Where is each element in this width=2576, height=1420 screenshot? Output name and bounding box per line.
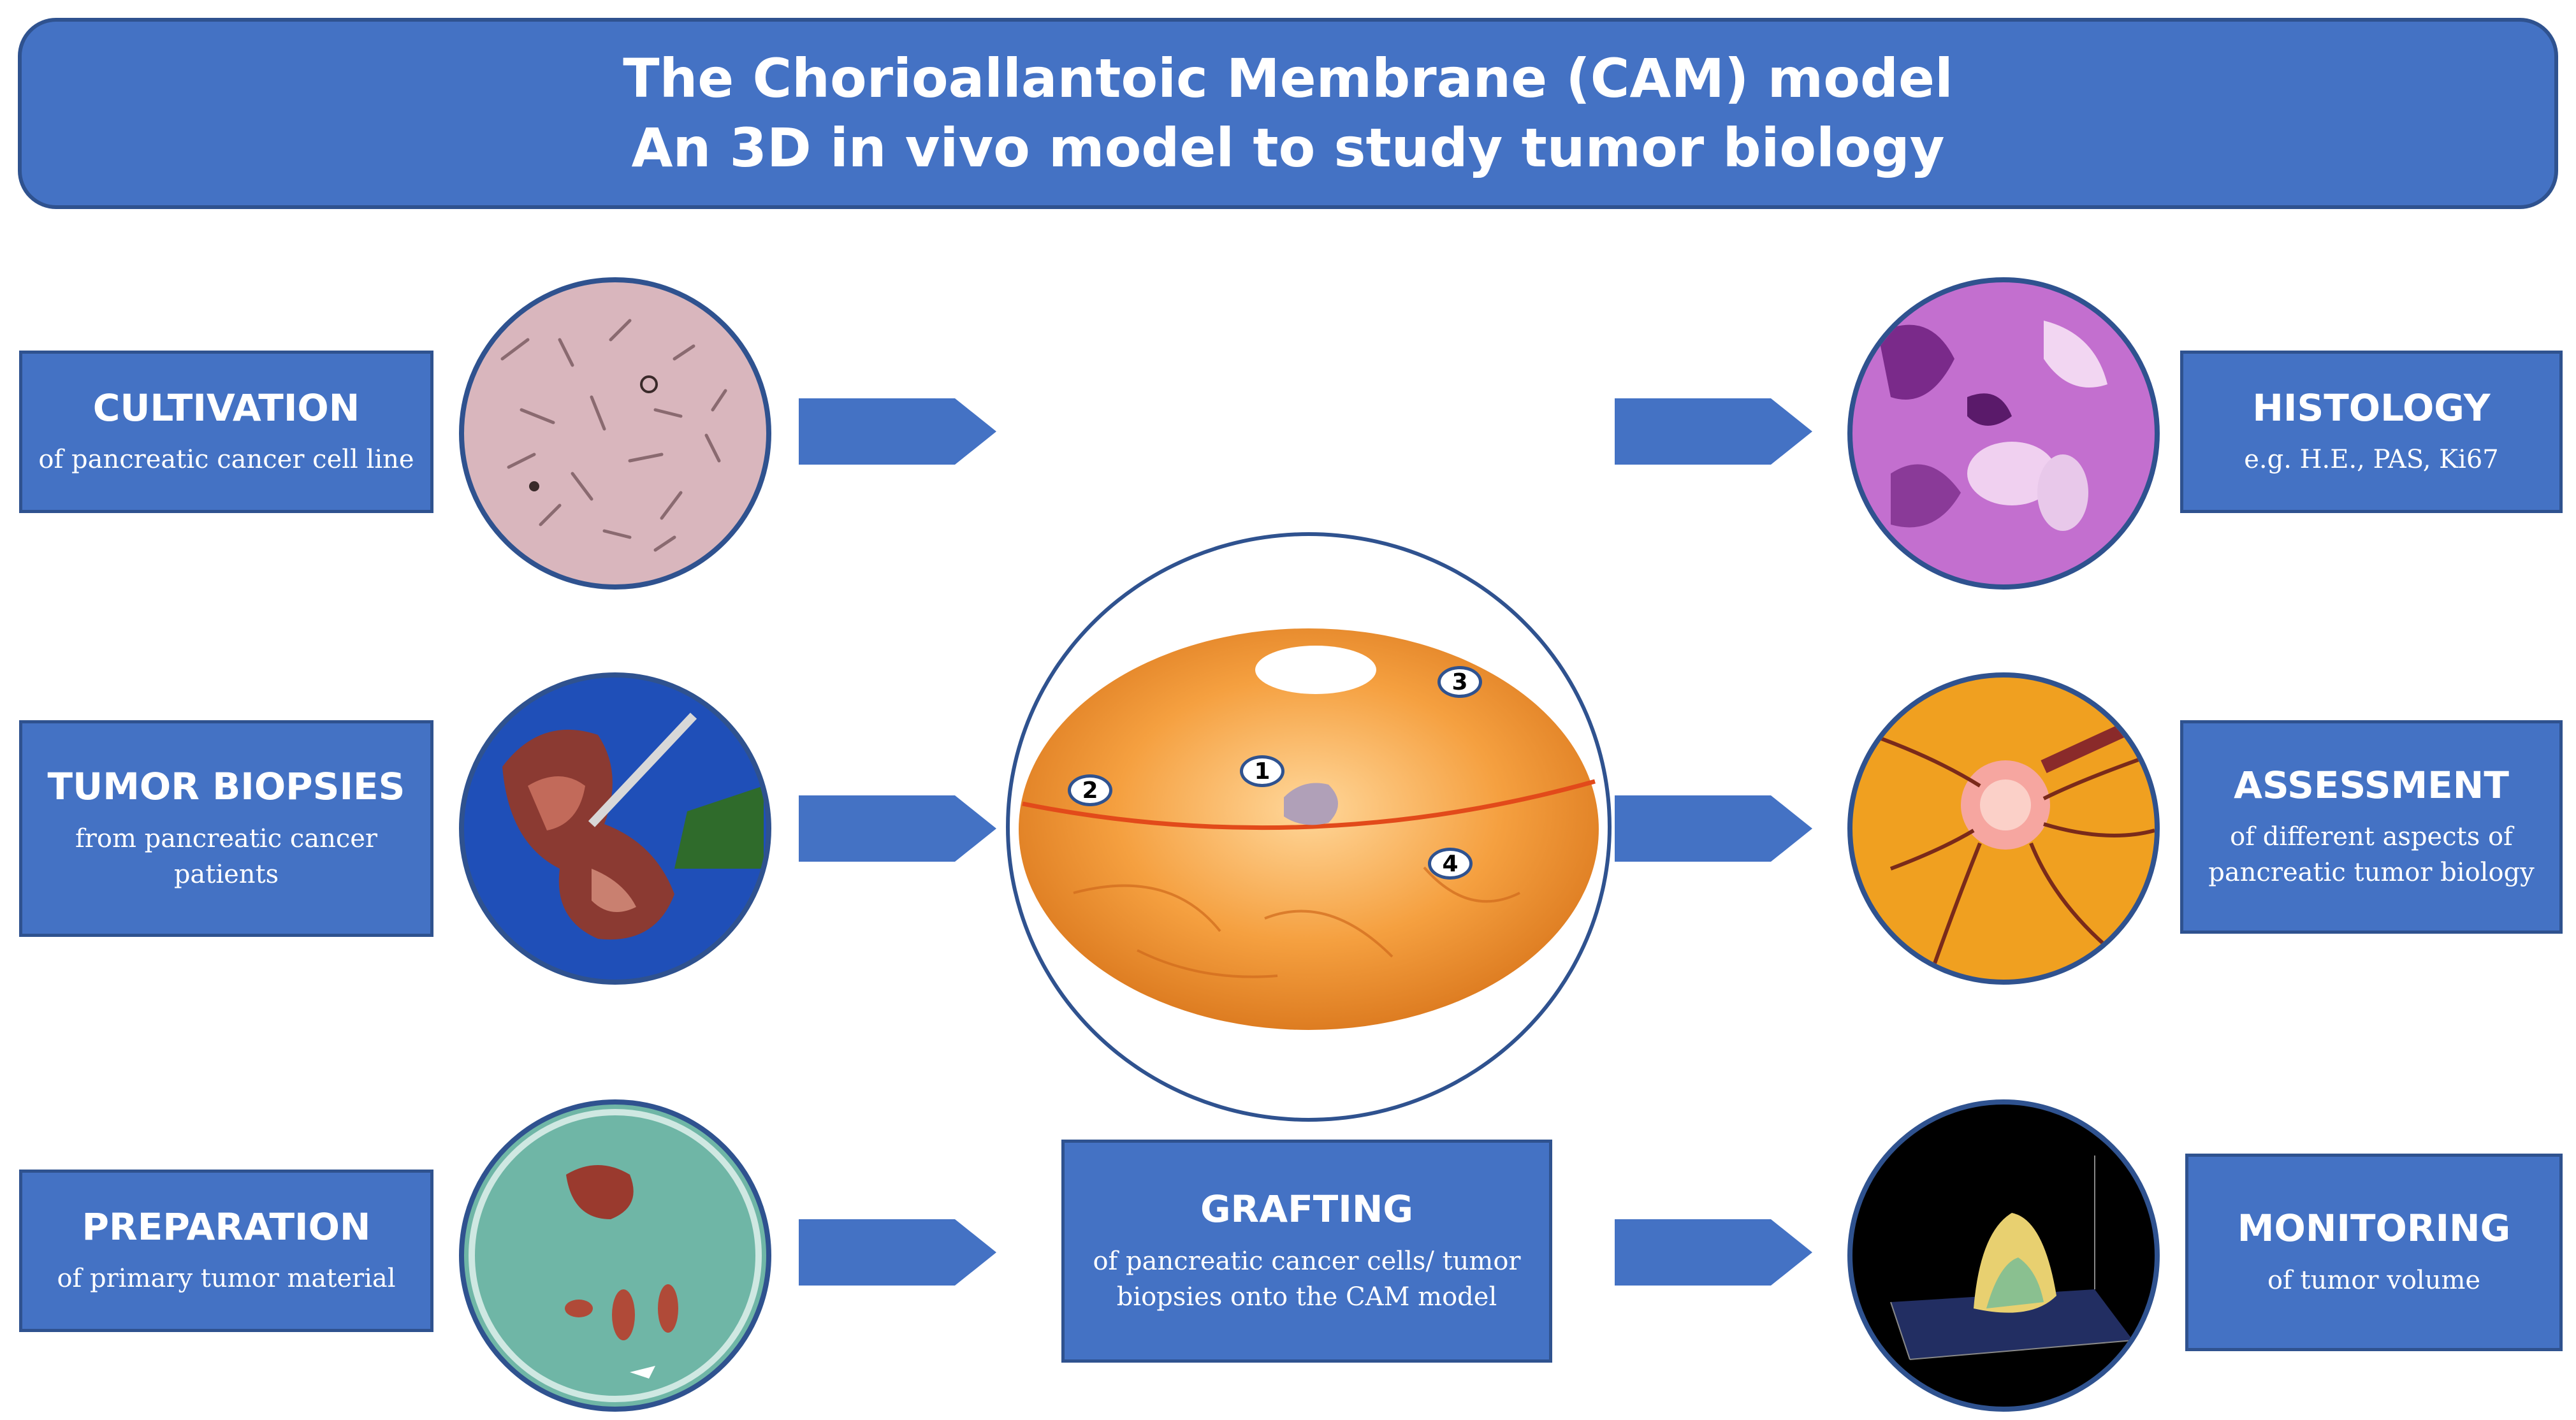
egg-marker-3-label: 3 [1452, 669, 1468, 695]
monitoring-title: MONITORING [2237, 1206, 2511, 1250]
assessment-subtitle: of different aspects of pancreatic tumor… [2208, 822, 2535, 888]
monitoring-box: MONITORING of tumor volume [2185, 1154, 2563, 1351]
title-line-2: An 3D in vivo model to study tumor biolo… [631, 117, 1945, 179]
vascularization-image [1847, 672, 2160, 985]
histology-title: HISTOLOGY [2252, 386, 2491, 430]
arrow-preparation [799, 1219, 996, 1286]
arrow-assessment [1615, 795, 1812, 862]
cell-culture-image [459, 277, 771, 590]
grafting-subtitle: of pancreatic cancer cells/ tumor biopsi… [1093, 1246, 1521, 1312]
egg-marker-1: 1 [1240, 755, 1284, 787]
tumor-volume-image [1847, 1099, 2160, 1412]
title-banner: The Chorioallantoic Membrane (CAM) model… [18, 18, 2558, 209]
preparation-subtitle: of primary tumor material [57, 1264, 396, 1294]
arrow-biopsies [799, 795, 996, 862]
arrow-monitoring [1615, 1219, 1812, 1286]
egg-marker-2: 2 [1068, 774, 1112, 806]
egg-marker-4: 4 [1428, 848, 1473, 880]
cultivation-box: CULTIVATION of pancreatic cancer cell li… [19, 351, 433, 513]
monitoring-subtitle: of tumor volume [2267, 1265, 2481, 1295]
petri-dish-image [459, 1099, 771, 1412]
preparation-title: PREPARATION [82, 1205, 371, 1249]
cultivation-subtitle: of pancreatic cancer cell line [38, 445, 414, 475]
cam-egg-image [1006, 532, 1612, 1122]
histology-subtitle: e.g. H.E., PAS, Ki67 [2244, 445, 2499, 475]
preparation-box: PREPARATION of primary tumor material [19, 1170, 433, 1332]
cultivation-title: CULTIVATION [92, 386, 360, 430]
biopsies-title: TUMOR BIOPSIES [47, 765, 405, 809]
biopsies-subtitle: from pancreatic cancer patients [75, 823, 378, 889]
egg-marker-4-label: 4 [1442, 850, 1459, 877]
histology-image [1847, 277, 2160, 590]
title-line-1: The Chorioallantoic Membrane (CAM) model [623, 47, 1953, 110]
egg-marker-1-label: 1 [1254, 758, 1270, 785]
grafting-box: GRAFTING of pancreatic cancer cells/ tum… [1061, 1140, 1552, 1363]
biopsies-box: TUMOR BIOPSIES from pancreatic cancer pa… [19, 720, 433, 937]
egg-marker-2-label: 2 [1082, 777, 1098, 804]
arrow-cultivation [799, 398, 996, 465]
egg-marker-3: 3 [1437, 666, 1482, 698]
assessment-box: ASSESSMENT of different aspects of pancr… [2180, 720, 2563, 934]
histology-box: HISTOLOGY e.g. H.E., PAS, Ki67 [2180, 351, 2563, 513]
assessment-title: ASSESSMENT [2234, 763, 2509, 807]
tumor-biopsy-image [459, 672, 771, 985]
arrow-histology [1615, 398, 1812, 465]
grafting-title: GRAFTING [1200, 1187, 1414, 1231]
